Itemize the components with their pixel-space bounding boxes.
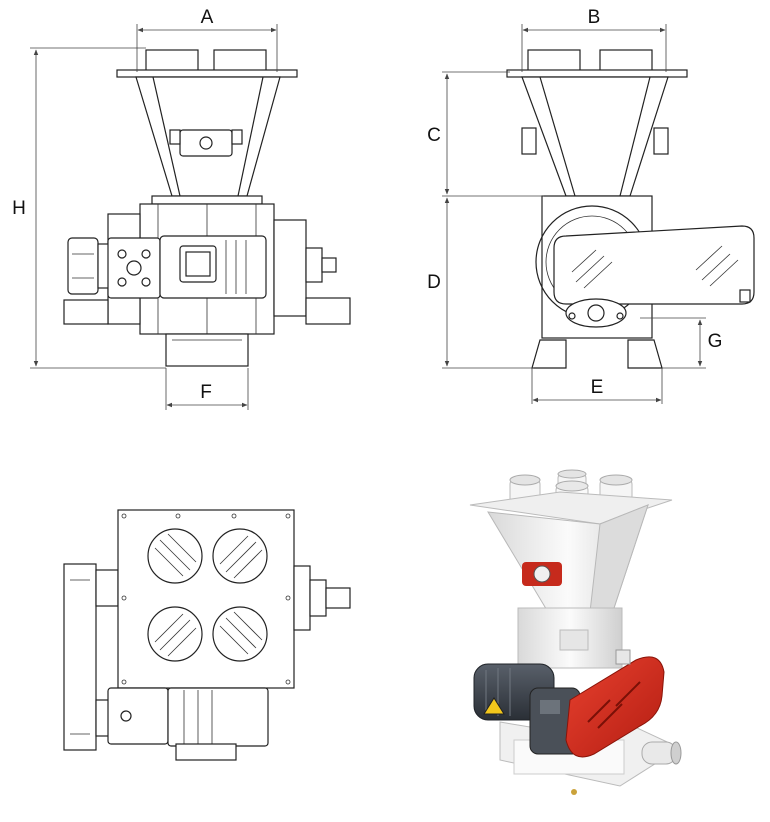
front-view: A H F xyxy=(12,7,351,410)
dimension-label-f: F xyxy=(200,382,212,403)
dimension-label-h: H xyxy=(12,198,26,219)
dimension-label-g: G xyxy=(708,331,723,352)
product-photo xyxy=(469,469,682,795)
side-view: B C D E G xyxy=(427,7,755,404)
dimension-label-a: A xyxy=(201,7,214,28)
dimension-label-c: C xyxy=(427,125,441,146)
dimension-label-e: E xyxy=(591,377,604,398)
dimension-label-b: B xyxy=(588,7,601,28)
top-view xyxy=(63,509,351,761)
dimension-label-d: D xyxy=(427,272,441,293)
